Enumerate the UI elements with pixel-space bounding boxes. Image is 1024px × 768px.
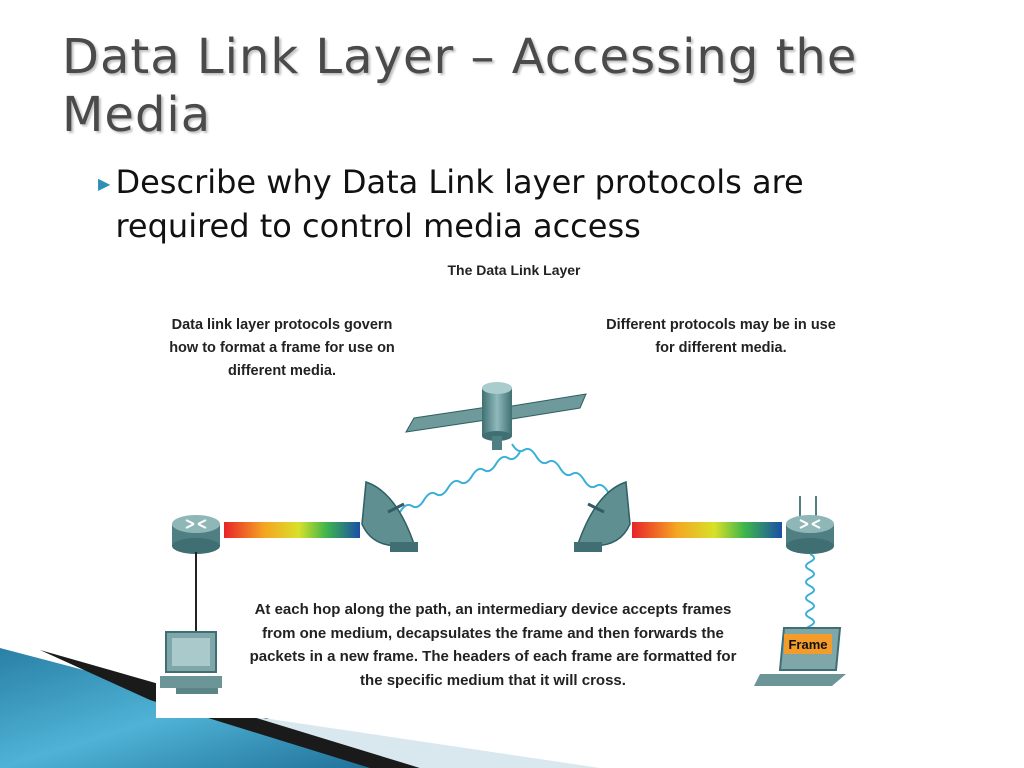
wireless-router-icon <box>786 496 834 554</box>
wireless-signal-icon <box>399 451 521 513</box>
callout-left: Data link layer protocols govern how to … <box>169 317 395 379</box>
data-link-layer-figure: Frame The Data Link Layer Data link laye… <box>156 256 872 718</box>
satellite-dish-icon <box>361 480 418 552</box>
desktop-computer-icon <box>160 631 222 694</box>
wireless-signal-icon-right <box>511 443 621 501</box>
callout-right: Different protocols may be in use for di… <box>606 317 836 356</box>
router-icon <box>172 515 220 554</box>
satellite-icon <box>405 382 587 450</box>
network-diagram: Frame <box>160 382 846 694</box>
callout-bottom: At each hop along the path, an intermedi… <box>249 601 737 689</box>
bullet-text: Describe why Data Link layer protocols a… <box>115 163 804 245</box>
frame-label: Frame <box>788 637 827 652</box>
bullet-item: ▶ Describe why Data Link layer protocols… <box>98 160 938 248</box>
media-spectrum-left <box>224 522 360 538</box>
bullet-arrow-icon: ▶ <box>98 174 111 193</box>
satellite-dish-icon-right <box>574 480 631 552</box>
figure-title: The Data Link Layer <box>447 262 581 278</box>
laptop-icon <box>754 627 846 686</box>
media-spectrum-right <box>632 522 782 538</box>
slide-title: Data Link Layer – Accessing the Media <box>62 29 858 143</box>
